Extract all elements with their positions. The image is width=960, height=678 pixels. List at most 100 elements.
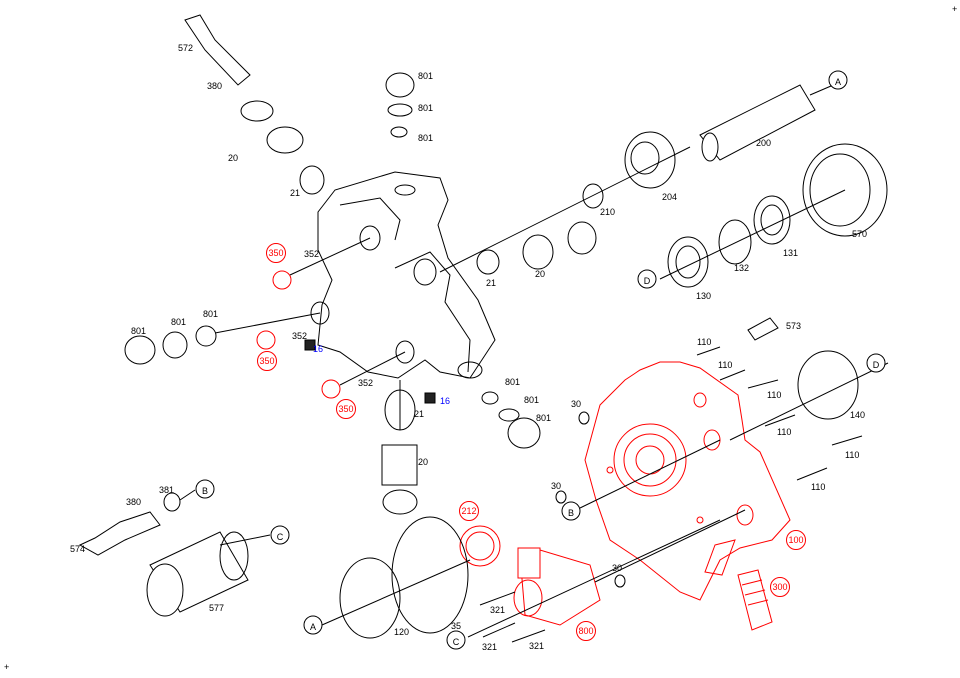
part-number-label: 20 <box>418 457 428 467</box>
part-number-label: 130 <box>696 291 711 301</box>
part-number-label: 321 <box>482 642 497 652</box>
nut-204 <box>624 131 676 189</box>
o-ring-35 <box>339 557 401 639</box>
label-circle <box>266 243 286 263</box>
part-number-label: 574 <box>70 544 85 554</box>
label-circle <box>195 479 215 499</box>
label-circle <box>303 615 323 635</box>
seal-130 <box>667 236 709 288</box>
part-number-label: 131 <box>783 248 798 258</box>
bolts-110-321 <box>479 346 863 643</box>
part-number-label: 30 <box>551 481 561 491</box>
plate-212 <box>459 525 501 567</box>
part-number-label: 110 <box>697 337 711 347</box>
part-number-label: 321 <box>490 605 505 615</box>
plugs-801 <box>124 72 541 449</box>
part-number-label: 801 <box>171 317 186 327</box>
label-circle <box>561 501 581 521</box>
part-number-label: 100 <box>789 535 804 545</box>
o-ring-140 <box>797 350 859 420</box>
part-number-label: 140 <box>850 410 865 420</box>
part-number-label: 21 <box>414 409 424 419</box>
part-number-label: 30 <box>571 399 581 409</box>
label-circle <box>270 525 290 545</box>
tappets-20 <box>240 100 597 515</box>
label-circle <box>336 399 356 419</box>
part-number-label: 572 <box>178 43 193 53</box>
label-circle <box>576 621 596 641</box>
part-number-label: 110 <box>845 450 859 460</box>
part-number-label: 352 <box>304 249 319 259</box>
label-circle <box>828 70 848 90</box>
part-number-label: 380 <box>126 497 141 507</box>
part-number-label: 350 <box>260 356 275 366</box>
part-number-label: 21 <box>290 188 300 198</box>
part-number-label: 801 <box>524 395 539 405</box>
metering-unit-800 <box>513 547 601 626</box>
part-number-label: 30 <box>612 563 622 573</box>
o-ring-120 <box>391 516 469 634</box>
part-number-label: 212 <box>462 506 477 516</box>
seal-131 <box>753 195 791 245</box>
part-number-label: 110 <box>718 360 732 370</box>
reference-marker: D <box>873 360 880 370</box>
part-number-label: 200 <box>756 138 771 148</box>
part-number-label: 573 <box>786 321 801 331</box>
sleeve-577 <box>146 531 249 617</box>
reference-marker: A <box>310 622 316 632</box>
part-number-label: 110 <box>811 482 825 492</box>
reference-marker: A <box>835 77 841 87</box>
part-number-label: 801 <box>131 326 146 336</box>
part-number-label: 16 <box>440 396 450 406</box>
part-number-label: 204 <box>662 192 677 202</box>
part-number-label: 801 <box>418 71 433 81</box>
part-number-label: 16 <box>313 344 323 354</box>
part-number-label: 350 <box>339 404 354 414</box>
part-number-label: 110 <box>767 390 781 400</box>
part-number-label: 381 <box>159 485 174 495</box>
part-number-label: 352 <box>358 378 373 388</box>
part-number-label: 321 <box>529 641 544 651</box>
reference-marker: B <box>568 508 574 518</box>
label-circle <box>866 353 886 373</box>
label-circle <box>786 530 806 550</box>
part-number-label: 801 <box>536 413 551 423</box>
part-number-label: 132 <box>734 263 749 273</box>
assembly-lines <box>179 79 889 638</box>
label-circle <box>637 269 657 289</box>
part-number-label: 801 <box>505 377 520 387</box>
part-number-label: 352 <box>292 331 307 341</box>
corner-mark: + <box>952 4 957 14</box>
part-number-label: 801 <box>418 133 433 143</box>
part-number-label: 801 <box>203 309 218 319</box>
part-number-label: 110 <box>777 427 791 437</box>
pressure-sensor-300 <box>737 569 773 631</box>
label-circle <box>770 577 790 597</box>
label-circle <box>257 351 277 371</box>
reference-marker: C <box>277 532 284 542</box>
part-number-label: 210 <box>600 207 615 217</box>
part-number-label: 801 <box>418 103 433 113</box>
part-number-label: 120 <box>394 627 409 637</box>
part-number-label: 20 <box>228 153 238 163</box>
pump-head-housing <box>310 171 496 379</box>
part-number-label: 800 <box>579 626 594 636</box>
reference-marker: B <box>202 486 208 496</box>
drive-shaft-200 <box>699 84 816 162</box>
part-number-label: 350 <box>269 248 284 258</box>
part-number-label: 21 <box>486 278 496 288</box>
corner-mark: + <box>4 662 9 672</box>
part-number-label: 300 <box>773 582 788 592</box>
small-parts <box>78 14 779 588</box>
part-number-label: 577 <box>209 603 224 613</box>
circlip-132 <box>718 219 752 265</box>
reference-marker: D <box>644 276 651 286</box>
part-number-label: 380 <box>207 81 222 91</box>
pump-flange-housing <box>584 361 791 601</box>
part-number-label: 570 <box>852 229 867 239</box>
part-number-label: 35 <box>451 621 461 631</box>
label-circle <box>446 630 466 650</box>
